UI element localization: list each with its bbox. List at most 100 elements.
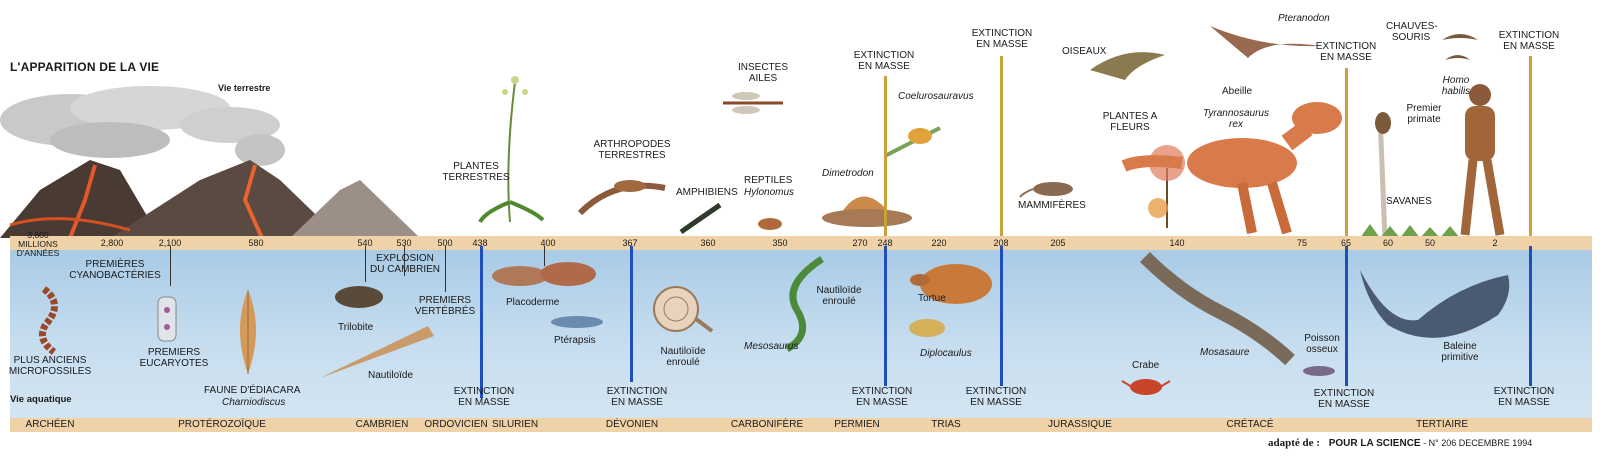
era-tertiaire: TERTIAIRE: [1415, 419, 1469, 430]
tick-220: 220: [931, 238, 947, 248]
diplocaulus-illustration: [909, 319, 945, 337]
label-insectes: INSECTES AILES: [738, 62, 789, 84]
label-eucaryotes: PREMIERS EUCARYOTES: [139, 347, 209, 369]
tick-60: 60: [1382, 238, 1394, 248]
extinction-line-tertiaire-water: [1529, 246, 1532, 386]
label-baleine: Baleine primitive: [1441, 341, 1479, 363]
era-band: [10, 418, 1592, 432]
pointer-line-trilobite: [365, 246, 366, 282]
label-homo-habilis: Homo habilis: [1441, 75, 1471, 97]
homo-habilis-illustration: [1460, 84, 1505, 236]
extinction-label-permien-bottom: EXTINCTION EN MASSE: [851, 386, 913, 408]
extinction-label-trias-top: EXTINCTION EN MASSE: [971, 28, 1033, 50]
label-placoderme: Placoderme: [506, 297, 560, 308]
extinction-label-cretace-bottom: EXTINCTION EN MASSE: [1313, 388, 1375, 410]
era-carbonifere: CARBONIFÈRE: [730, 419, 804, 430]
era-archeen: ARCHÉEN: [25, 419, 75, 430]
tick-2800: 2,800: [100, 238, 124, 248]
pterapsis-illustration: [551, 316, 603, 328]
arthropod-illustration: [577, 180, 666, 216]
amphibian-illustration: [679, 202, 722, 235]
source-credit: adapté de : POUR LA SCIENCE - N° 206 DEC…: [1268, 437, 1532, 450]
microfossil-illustration: [38, 286, 58, 355]
label-mesosaurus: Mesosaurus: [744, 341, 799, 352]
label-hylonomus: Hylonomus: [744, 187, 795, 198]
page-title: L'APPARITION DE LA VIE: [10, 60, 160, 74]
insect-illustration: [723, 92, 783, 114]
tick-350: 350: [772, 238, 788, 248]
pointer-line-vertebres: [445, 246, 446, 292]
era-ordovicien: ORDOVICIEN: [424, 419, 488, 430]
pointer-line-placoderme: [544, 246, 545, 266]
turtle-illustration: [910, 264, 992, 304]
extinction-line-tertiaire-land: [1529, 56, 1532, 236]
era-cambrien: CAMBRIEN: [355, 419, 409, 430]
tick-2100: 2,100: [158, 238, 182, 248]
label-poisson-osseux: Poisson osseux: [1304, 333, 1340, 355]
era-devonien: DÉVONIEN: [605, 419, 659, 430]
trilobite-illustration: [335, 286, 383, 308]
label-dimetrodon: Dimetrodon: [822, 168, 874, 179]
tick-2: 2: [1492, 238, 1498, 248]
label-pteranodon: Pteranodon: [1278, 13, 1330, 24]
water-label: Vie aquatique: [10, 394, 72, 405]
nautiloid-coiled-illustration: [653, 286, 714, 333]
era-proterozoique: PROTÉROZOÏQUE: [178, 419, 266, 430]
label-vertebres: PREMIERS VERTÉBRÉS: [414, 295, 476, 317]
volcano-illustration: [0, 86, 420, 239]
coelurosauravus-illustration: [884, 126, 941, 158]
tick-438: 438: [472, 238, 488, 248]
extinction-label-cretace-top: EXTINCTION EN MASSE: [1315, 41, 1377, 63]
era-jurassique: JURASSIQUE: [1048, 419, 1112, 430]
bony-fish-illustration: [1303, 366, 1335, 376]
tick-400: 400: [540, 238, 556, 248]
tick-205: 205: [1050, 238, 1066, 248]
timeline-band: [10, 236, 1592, 250]
tick-75: 75: [1296, 238, 1308, 248]
primate-tree-illustration: [1375, 112, 1391, 241]
label-amphibiens: AMPHIBIENS: [676, 187, 738, 198]
nautiloid-illustration: [320, 326, 434, 378]
era-permien: PERMIEN: [834, 419, 880, 430]
label-premier-primate: Premier primate: [1406, 103, 1442, 125]
tick-208: 208: [993, 238, 1009, 248]
label-savanes: SAVANES: [1386, 196, 1432, 207]
extinction-line-cretace-land: [1345, 68, 1348, 236]
extinction-line-trias-water: [1000, 246, 1003, 386]
extinction-label-tertiaire-bottom: EXTINCTION EN MASSE: [1493, 386, 1555, 408]
label-coelurosauravus: Coelurosauravus: [898, 91, 974, 102]
tick-65: 65: [1340, 238, 1352, 248]
label-abeille: Abeille: [1222, 86, 1253, 97]
label-pterapsis: Ptérapsis: [554, 335, 596, 346]
crab-illustration: [1121, 379, 1171, 395]
tick-530: 530: [396, 238, 412, 248]
extinction-line-trias-land: [1000, 56, 1003, 236]
label-tortue: Tortue: [918, 293, 946, 304]
tick-580: 580: [248, 238, 264, 248]
tick-270: 270: [852, 238, 868, 248]
tick-540: 540: [357, 238, 373, 248]
tick-360: 360: [700, 238, 716, 248]
tick-140: 140: [1169, 238, 1185, 248]
label-ediacara: FAUNE D'ÉDIACARA: [204, 385, 301, 396]
tick-500: 500: [437, 238, 453, 248]
tick-248: 248: [877, 238, 893, 248]
source-prefix: adapté de :: [1268, 437, 1320, 449]
extinction-line-permien-land: [884, 76, 887, 236]
era-silurien: SILURIEN: [491, 419, 539, 430]
eukaryote-illustration: [157, 296, 177, 342]
label-mammiferes: MAMMIFÈRES: [1018, 200, 1086, 211]
dimetrodon-illustration: [822, 196, 912, 227]
extinction-line-ordovicien: [480, 246, 483, 398]
placoderm-illustration: [492, 262, 596, 286]
label-crabe: Crabe: [1132, 360, 1160, 371]
era-trias: TRIAS: [931, 419, 961, 430]
extinction-line-permien-water: [884, 246, 887, 386]
label-diplocaulus: Diplocaulus: [920, 348, 972, 359]
label-plantes-terrestres: PLANTES TERRESTRES: [442, 161, 510, 183]
pointer-line-cyano: [170, 246, 171, 286]
extinction-label-devonien: EXTINCTION EN MASSE: [606, 386, 668, 408]
extinction-label-ordovicien: EXTINCTION EN MASSE: [453, 386, 515, 408]
pteranodon-illustration: [1210, 26, 1320, 58]
label-charniodiscus: Charniodiscus: [222, 397, 286, 408]
